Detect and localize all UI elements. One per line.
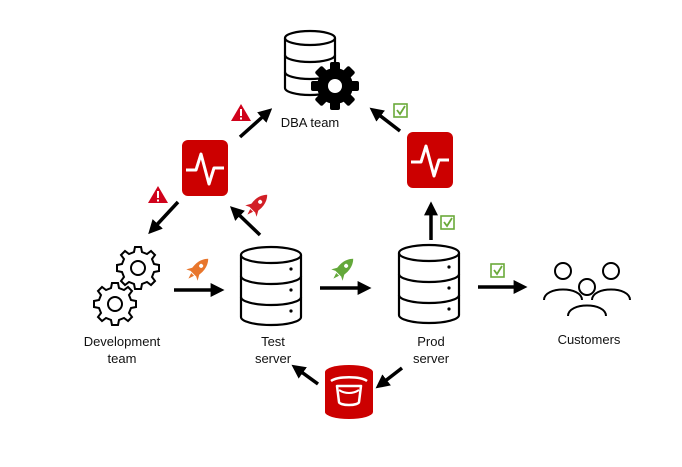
people-icon	[543, 262, 631, 317]
arrow-prodmonitor-to-dba	[369, 107, 402, 133]
test-server-label: Test	[261, 334, 285, 349]
customers-label: Customers	[558, 332, 621, 347]
check-icon	[393, 103, 408, 118]
red-bucket-icon	[325, 365, 373, 419]
arrow-monitor-to-dba	[238, 108, 273, 139]
rocket-icon	[186, 258, 209, 281]
arrow-prod-to-bucket	[375, 366, 404, 389]
prod-server-database-icon	[397, 243, 461, 325]
arrow-bucket-to-test	[291, 364, 320, 386]
arrow-test-to-monitor	[229, 206, 262, 237]
prod-server-label: Prod	[417, 334, 444, 349]
warning-icon	[231, 104, 251, 121]
check-icon	[490, 263, 505, 278]
rocket-icon	[245, 194, 268, 217]
dba-team-label: DBA team	[281, 115, 340, 130]
right-monitor-icon	[407, 132, 453, 188]
check-icon	[440, 215, 455, 230]
gear-icon	[93, 282, 137, 326]
arrow-monitor-to-dev	[148, 200, 180, 235]
dba-gear-icon	[311, 62, 359, 110]
development-team-label-line2: team	[108, 351, 137, 366]
rocket-icon	[331, 258, 354, 281]
development-team-label: Development	[84, 334, 161, 349]
dba-database-icon	[283, 29, 337, 97]
test-server-database-icon	[239, 245, 303, 327]
test-server-label-line2: server	[255, 351, 292, 366]
prod-server-label-line2: server	[413, 351, 450, 366]
left-monitor-icon	[182, 140, 228, 196]
warning-icon	[148, 186, 168, 203]
gear-icon	[116, 246, 160, 290]
flow-arrows	[148, 107, 528, 389]
